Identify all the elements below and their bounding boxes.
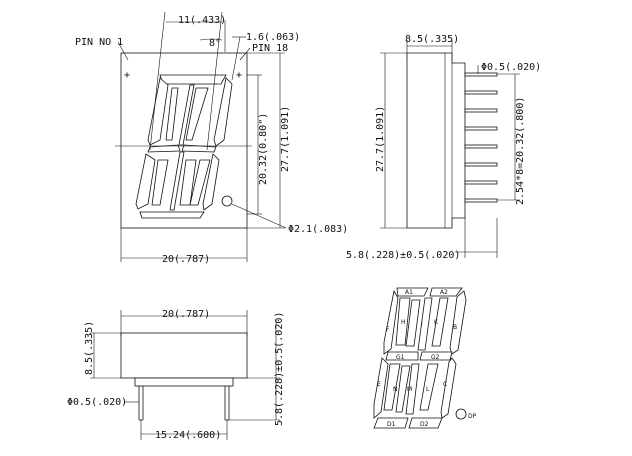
front-view: + + 11(.433) 8° <box>75 11 348 265</box>
side-body <box>406 52 466 229</box>
pin1-marker: + <box>124 70 130 81</box>
segment-b <box>449 290 467 355</box>
front-digit-height: 20.32(0.80") <box>258 113 269 185</box>
segment-c <box>440 357 457 419</box>
bottom-width: 20(.787) <box>162 309 210 320</box>
label-g1: G1 <box>396 354 405 361</box>
label-c: C <box>443 381 447 388</box>
front-width-top: 11(.433) <box>178 15 226 26</box>
bottom-depth: 8.5(.335) <box>84 321 95 375</box>
bottom-body <box>120 332 248 379</box>
pin-18-label: PIN 18 <box>252 43 288 54</box>
label-a2: A2 <box>440 289 448 296</box>
label-k: K <box>434 319 439 326</box>
front-body-outline <box>120 52 248 229</box>
label-n: N <box>393 386 398 393</box>
side-height: 27.7(1.091) <box>375 106 386 172</box>
segment-f <box>383 289 399 355</box>
segment-i <box>417 297 433 351</box>
label-l: L <box>426 386 430 393</box>
segment-m <box>405 363 420 415</box>
side-pins <box>464 72 498 203</box>
label-a1: A1 <box>405 289 413 296</box>
front-digit <box>135 74 233 219</box>
label-d1: D1 <box>387 421 396 428</box>
label-m: M <box>407 386 412 393</box>
side-pin-length: 5.8(.228)±0.5(.020) <box>346 250 460 261</box>
bottom-standoff <box>134 377 234 387</box>
segment-g2 <box>419 351 453 361</box>
pin18-marker: + <box>236 70 242 81</box>
label-e: E <box>377 381 381 388</box>
dp-dot <box>221 195 233 207</box>
front-body-width: 20(.787) <box>162 254 210 265</box>
segment-dp <box>455 408 467 420</box>
label-j: J <box>420 319 423 326</box>
front-angle: 8° <box>209 38 221 49</box>
pin-no-1-label: PIN NO 1 <box>75 37 123 48</box>
segment-d2 <box>408 417 443 429</box>
segment-n <box>383 363 401 411</box>
label-b: B <box>453 324 457 331</box>
segment-d1 <box>373 417 409 429</box>
segment-a2 <box>429 287 463 297</box>
bottom-view: 20(.787) 8.5(.335) Φ0.5(.020) 5.8(.228)±… <box>67 309 285 441</box>
side-view: 8.5(.335) 27.7(1.091) Φ0.5(.020) 2.54*8=… <box>346 34 541 261</box>
segment-e <box>373 357 389 419</box>
label-g2: G2 <box>431 354 440 361</box>
front-offset: 1.6(.063) <box>246 32 300 43</box>
side-pitch: 2.54*8=20.32(.800) <box>515 97 526 205</box>
label-f: F <box>386 326 390 333</box>
label-d2: D2 <box>420 421 429 428</box>
bottom-pin-diameter: Φ0.5(.020) <box>67 397 127 408</box>
label-dp: DP <box>468 413 477 420</box>
front-dp-diameter: Φ2.1(.083) <box>288 224 348 235</box>
segment-h <box>395 297 411 346</box>
segment-j-strip <box>405 299 421 347</box>
segment-diagram: A1 A2 F B H J K G1 G2 E C N M L D1 D2 DP <box>373 287 477 429</box>
segment-l <box>419 363 439 411</box>
segment-a1 <box>396 287 429 297</box>
front-body-height: 27.7(1.091) <box>280 106 291 172</box>
label-h: H <box>401 319 406 326</box>
side-pin-diameter: Φ0.5(.020) <box>481 62 541 73</box>
bottom-pin-length: 5.8(.228)±0.5(.020) <box>274 312 285 426</box>
side-depth: 8.5(.335) <box>405 34 459 45</box>
segment-g1 <box>385 351 419 361</box>
segment-k <box>431 297 449 347</box>
bottom-row-spacing: 15.24(.600) <box>155 430 221 441</box>
